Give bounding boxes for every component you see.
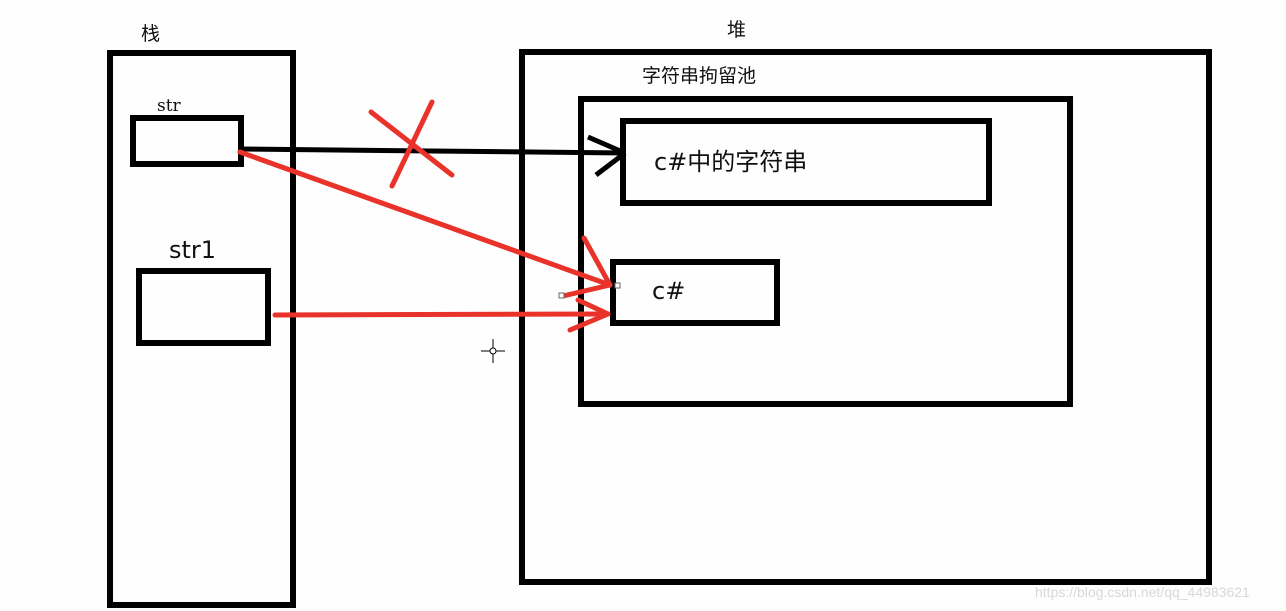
selection-handle	[614, 282, 621, 289]
crosshair-cursor-icon	[481, 339, 505, 363]
new-reference-arrow-str	[237, 149, 613, 299]
str1-variable-label: str1	[169, 236, 217, 264]
long-string-value: c#中的字符串	[654, 148, 808, 176]
stack-label: 栈	[141, 23, 161, 45]
selection-handle	[558, 292, 565, 299]
str-variable-box	[130, 115, 244, 167]
short-string-box	[610, 259, 780, 326]
heap-box	[519, 49, 1212, 585]
stack-box	[107, 50, 296, 608]
cross-mark-icon	[368, 99, 455, 189]
heap-label: 堆	[727, 19, 747, 41]
reference-arrow-str1	[272, 297, 611, 333]
old-reference-arrow	[240, 134, 627, 177]
str-variable-label: str	[157, 96, 181, 116]
intern-pool-box	[578, 96, 1073, 407]
str1-variable-box	[136, 268, 271, 346]
intern-pool-label: 字符串拘留池	[642, 65, 757, 87]
short-string-value: c#	[652, 277, 686, 305]
long-string-box	[620, 118, 992, 206]
watermark: https://blog.csdn.net/qq_44983621	[1035, 584, 1250, 600]
